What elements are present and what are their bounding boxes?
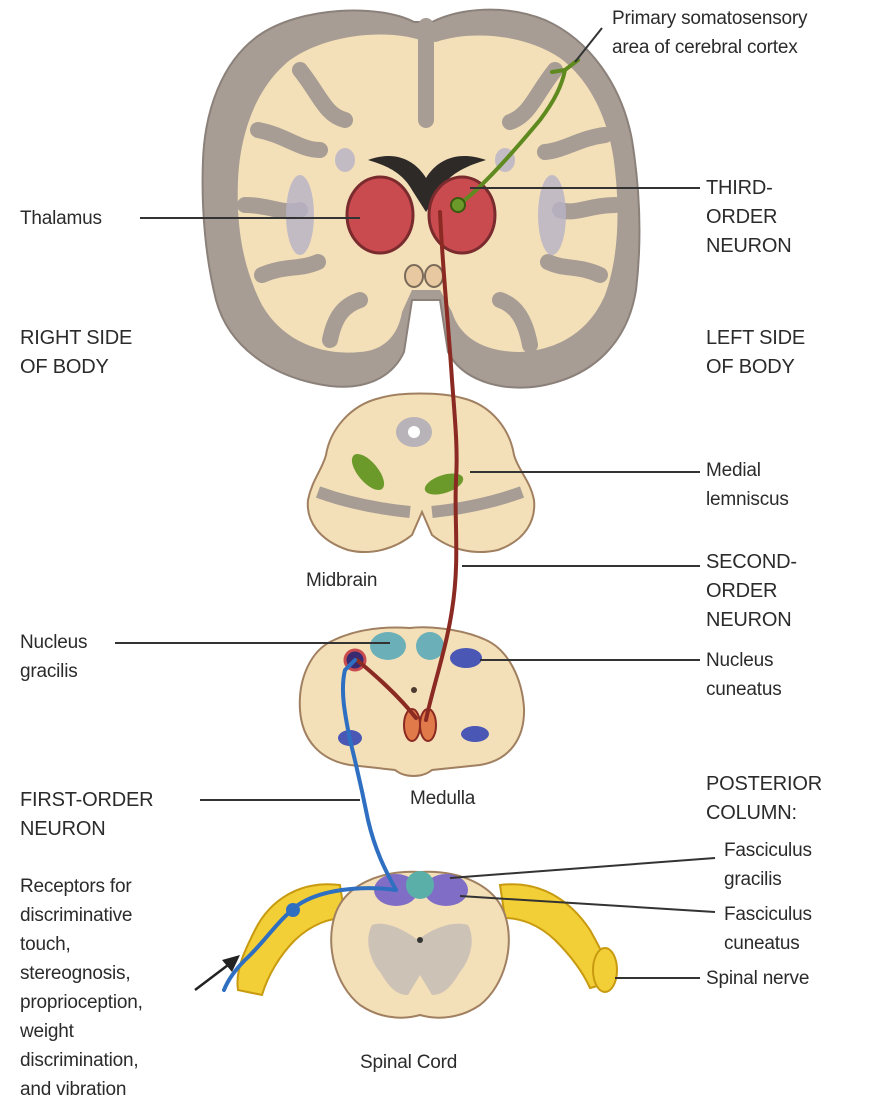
label-posterior-column: POSTERIOR COLUMN: bbox=[706, 770, 822, 828]
nucleus-cuneatus-dot bbox=[450, 648, 482, 668]
label-first-order-neuron: FIRST-ORDER NEURON bbox=[20, 786, 153, 844]
label-spinal-cord: Spinal Cord bbox=[360, 1048, 457, 1077]
label-fasciculus-cuneatus: Fasciculus cuneatus bbox=[724, 900, 812, 958]
label-medial-lemniscus: Medial lemniscus bbox=[706, 456, 789, 514]
label-right-side-of-body: RIGHT SIDE OF BODY bbox=[20, 324, 132, 382]
label-nucleus-gracilis: Nucleus gracilis bbox=[20, 628, 87, 686]
label-primary-somatosensory: Primary somatosensory area of cerebral c… bbox=[612, 4, 807, 62]
label-fasciculus-gracilis: Fasciculus gracilis bbox=[724, 836, 812, 894]
label-midbrain: Midbrain bbox=[306, 566, 377, 595]
medulla-section bbox=[300, 627, 524, 776]
label-second-order-neuron: SECOND- ORDER NEURON bbox=[706, 548, 797, 635]
label-spinal-nerve: Spinal nerve bbox=[706, 964, 809, 993]
label-receptors: Receptors for discriminative touch, ster… bbox=[20, 872, 143, 1098]
label-third-order-neuron: THIRD- ORDER NEURON bbox=[706, 174, 791, 261]
spinal-cord-section bbox=[237, 871, 617, 1018]
cerebrum-section bbox=[203, 10, 640, 388]
spinal-nerve-left bbox=[237, 884, 345, 995]
label-nucleus-cuneatus: Nucleus cuneatus bbox=[706, 646, 782, 704]
thalamus-right bbox=[347, 177, 413, 253]
medulla-outline bbox=[300, 627, 524, 776]
label-medulla: Medulla bbox=[410, 784, 475, 813]
label-thalamus: Thalamus bbox=[20, 204, 102, 233]
label-left-side-of-body: LEFT SIDE OF BODY bbox=[706, 324, 805, 382]
